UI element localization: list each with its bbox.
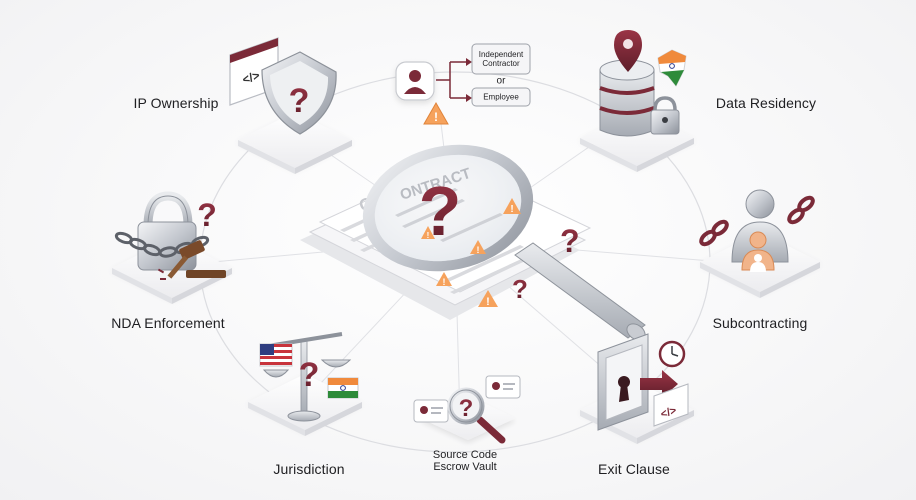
person-icon — [741, 231, 775, 272]
worker-classification-node: ! — [395, 43, 531, 125]
nda-enforcement-node: ? — [112, 191, 232, 304]
id-card-icon — [413, 399, 449, 423]
jurisdiction-node: ? — [248, 332, 362, 436]
svg-text:!: ! — [427, 231, 430, 240]
broken-chain-icon — [699, 195, 815, 247]
us-flag-icon — [259, 343, 293, 367]
subcontracting-node — [699, 189, 820, 298]
option-contractor-box — [471, 43, 531, 75]
padlock-icon — [137, 191, 197, 271]
svg-text:?: ? — [289, 82, 310, 120]
shield-question-icon: ? — [261, 51, 337, 135]
label-ip-ownership: IP Ownership — [133, 95, 219, 111]
magnifier-lens: ONTRACT ? ! ! ! — [362, 144, 534, 272]
svg-text:!: ! — [510, 204, 513, 215]
question-mark-icon: ? — [299, 356, 320, 394]
india-map-flag-icon — [657, 49, 687, 87]
exit-clause-node: </> — [580, 333, 694, 444]
label-escrow-vault: Source Code Escrow Vault — [420, 449, 510, 473]
magnifier-handle — [514, 242, 646, 341]
question-mark-icon: ? — [197, 197, 217, 233]
label-option-contractor: Independent Contractor — [456, 50, 546, 68]
label-exit-clause: Exit Clause — [598, 461, 670, 477]
gavel-icon — [167, 240, 226, 279]
warning-icon: ! — [421, 226, 435, 240]
door-icon — [597, 333, 649, 431]
location-pin-icon — [614, 30, 642, 72]
data-residency-node — [580, 30, 694, 172]
svg-text:!: ! — [486, 296, 490, 308]
warning-icon: ! — [436, 272, 452, 287]
question-mark-icon: ? — [512, 274, 528, 304]
center-contract-magnifier: CONTRACT ! ! ? ? ONTRACT ? — [300, 144, 646, 341]
question-mark-icon: ? — [560, 223, 580, 259]
label-option-employee: Employee — [483, 92, 519, 102]
database-icon — [599, 59, 655, 137]
svg-text:</>: </> — [241, 68, 262, 87]
label-nda-enforcement: NDA Enforcement — [111, 315, 225, 331]
padlock-icon — [650, 96, 680, 135]
svg-text:!: ! — [434, 110, 438, 124]
svg-text:!: ! — [443, 277, 446, 287]
warning-icon: ! — [470, 240, 486, 255]
escrow-vault-node: ? — [413, 375, 521, 444]
option-employee-box — [471, 87, 531, 107]
id-card-icon — [485, 375, 521, 399]
svg-text:</>: </> — [659, 405, 678, 421]
label-contractor-line2: Contractor — [482, 59, 520, 68]
clock-icon — [658, 340, 686, 368]
india-flag-icon — [327, 377, 359, 399]
label-data-residency: Data Residency — [715, 95, 817, 111]
label-escrow-line2: Escrow Vault — [433, 461, 497, 473]
svg-text:?: ? — [459, 395, 474, 422]
ip-ownership-node: </> ? — [229, 37, 352, 174]
label-subcontracting: Subcontracting — [712, 315, 808, 331]
warning-icon: ! — [503, 198, 521, 215]
code-window-icon: </> — [653, 383, 689, 427]
warning-icon: ! — [423, 101, 449, 125]
label-contractor-line1: Independent — [478, 50, 524, 59]
broken-link-marks — [157, 268, 166, 280]
magnifier-icon: ? — [447, 387, 506, 444]
label-or-connector: or — [496, 75, 506, 87]
label-jurisdiction: Jurisdiction — [273, 461, 345, 477]
label-escrow-line1: Source Code — [432, 449, 498, 461]
svg-text:!: ! — [477, 245, 480, 255]
person-icon — [404, 70, 426, 94]
warning-icon: ! — [478, 290, 498, 308]
